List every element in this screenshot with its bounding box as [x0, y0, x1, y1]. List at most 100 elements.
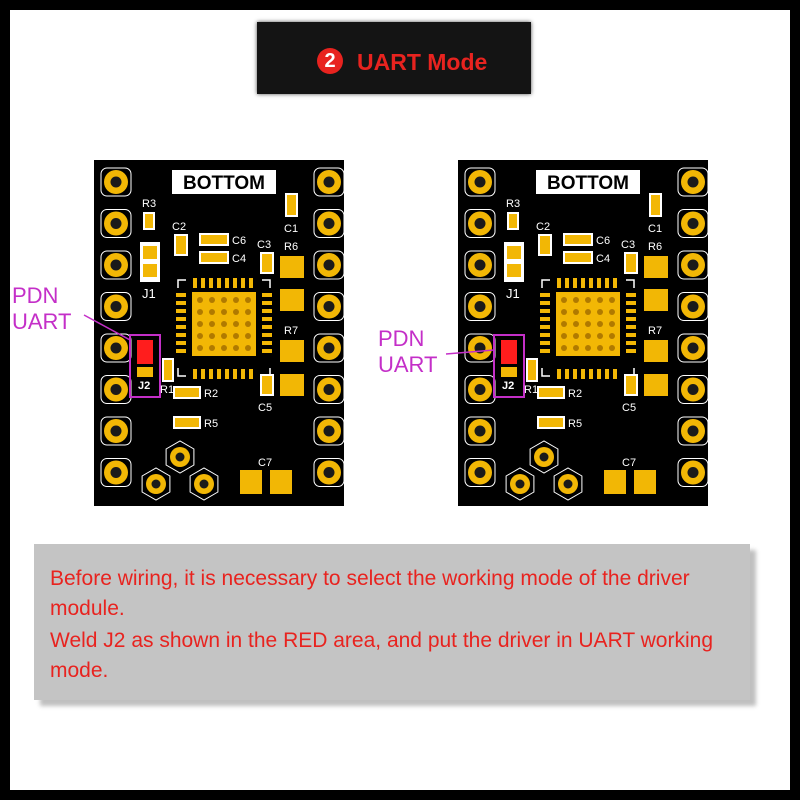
ic-via [209, 297, 215, 303]
hex-outline [141, 467, 171, 501]
pad-outline [313, 250, 344, 280]
ic-pin [540, 293, 550, 297]
ic-pin [176, 341, 186, 345]
pad-outline [313, 167, 344, 197]
pad-hole [474, 301, 486, 312]
ic-pin [540, 301, 550, 305]
r5-label: R5 [568, 418, 582, 430]
ic-pin [589, 278, 593, 288]
ic-via [597, 321, 603, 327]
pad-hole [474, 384, 486, 395]
ic-via [221, 297, 227, 303]
pad-hole [687, 467, 699, 478]
pad-hole [687, 425, 699, 437]
pad-hole [687, 342, 699, 354]
c1-capacitor-pad [287, 195, 296, 215]
r1-label: R1 [160, 384, 174, 396]
pad-hole [323, 467, 335, 478]
ic-pin [176, 293, 186, 297]
ic-via [221, 321, 227, 327]
pad-outline [464, 416, 496, 446]
hex-outline [505, 467, 535, 501]
ic-via [609, 297, 615, 303]
ic-via [209, 333, 215, 339]
c3-capacitor-pad [262, 254, 272, 272]
c2-capacitor-pad [176, 236, 186, 254]
j2-highlight [493, 334, 525, 398]
pad-hole [515, 479, 525, 489]
r3-label: R3 [142, 198, 156, 210]
j2-gold-pad [501, 367, 517, 377]
hex-outline [165, 440, 195, 474]
page-title: UART Mode [357, 49, 488, 75]
pad-outline [313, 209, 344, 238]
ic-pin [176, 309, 186, 313]
ic-via [233, 297, 239, 303]
r6-pad-top [280, 256, 304, 278]
ic-via [585, 321, 591, 327]
c3-capacitor-pad [626, 254, 636, 272]
pad-outline [313, 416, 344, 446]
ic-pin [626, 349, 636, 353]
ic-pin [573, 278, 577, 288]
r6-label: R6 [648, 241, 662, 253]
ic-pin [249, 278, 253, 288]
r7-pad-bottom [280, 374, 304, 396]
ic-pin [233, 278, 237, 288]
uart-text: UART [12, 309, 72, 334]
ic-pin [209, 278, 213, 288]
ic-pin [540, 341, 550, 345]
pdn-uart-label-right: PDN UART [378, 326, 438, 378]
pad-outline [677, 333, 708, 363]
c1-label: C1 [648, 223, 662, 235]
r1-resistor-pad [164, 360, 172, 380]
pad-outline [464, 250, 496, 280]
ic-pin [233, 369, 237, 379]
pad-hole [323, 301, 335, 312]
pad-hole [323, 425, 335, 437]
ic-pin [217, 369, 221, 379]
bottom-label: BOTTOM [547, 173, 629, 194]
j2-label: J2 [138, 380, 150, 392]
ic-via [609, 345, 615, 351]
c1-capacitor-pad [651, 195, 660, 215]
ic-pin [241, 278, 245, 288]
ic-pin [176, 325, 186, 329]
ic-pin [626, 325, 636, 329]
ic-pin [193, 369, 197, 379]
pad-hole [323, 259, 335, 271]
r2-label: R2 [204, 388, 218, 400]
pad-outline [677, 250, 708, 280]
pad-outline [313, 333, 344, 363]
r7-label: R7 [648, 325, 662, 337]
ic-pin [193, 278, 197, 288]
ic-via [245, 345, 251, 351]
pad-outline [313, 458, 344, 487]
ic-pin [540, 333, 550, 337]
ic-pin [626, 309, 636, 313]
ic-via [209, 345, 215, 351]
r5-resistor-pad [539, 418, 563, 427]
pad-hole [687, 301, 699, 312]
bottom-label-bg [536, 170, 640, 194]
pad-outline [677, 209, 708, 238]
pad-hole [323, 384, 335, 395]
ic-pin [201, 278, 205, 288]
pad-outline [313, 292, 344, 321]
ic-pin [540, 309, 550, 313]
r6-label: R6 [284, 241, 298, 253]
ic-pin [557, 369, 561, 379]
j2-red-pad [137, 340, 153, 364]
j1-pad-bottom [507, 264, 521, 277]
pad-hole [199, 479, 209, 489]
ic-pin [605, 369, 609, 379]
c7-pad-right [634, 470, 656, 494]
ic-pin [262, 309, 272, 313]
pad-hole [110, 259, 122, 271]
ic-pin [225, 369, 229, 379]
pad-outline [677, 458, 708, 487]
ic-via [221, 333, 227, 339]
ic-via [609, 309, 615, 315]
r7-label: R7 [284, 325, 298, 337]
ic-via [245, 297, 251, 303]
